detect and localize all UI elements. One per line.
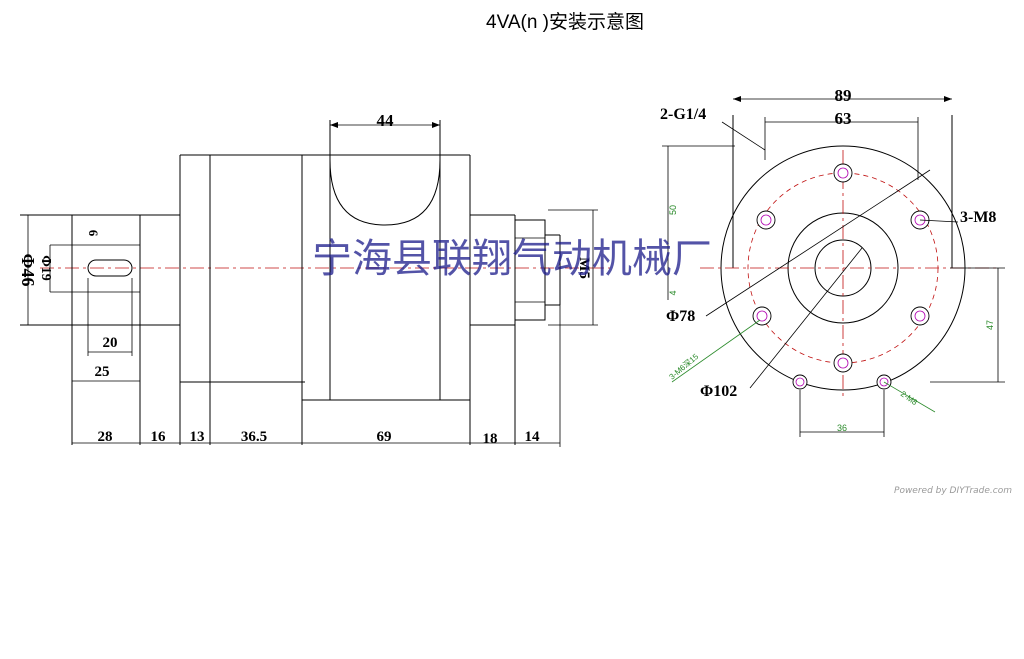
port-label: 2-G1/4 (660, 106, 706, 123)
bolt-hole-top-left (756, 210, 776, 230)
dim-4-label: 4 (668, 290, 678, 295)
dim-89-arrow-r (944, 96, 952, 102)
bolt-hole-bottom-inner (837, 357, 849, 369)
bolt-hole-top-inner (837, 167, 849, 179)
keyway-slot (87, 259, 133, 277)
bolt-label: 3-M8 (960, 209, 996, 226)
port-arc (329, 159, 441, 226)
bolt-hole-bottom (833, 353, 853, 373)
bolt-hole-lower-left (792, 374, 808, 390)
dim-6-label: 6 (86, 230, 101, 237)
bolt-hole-bottom-left-inner (756, 310, 768, 322)
dim-13-label: 13 (190, 429, 205, 445)
dim-50-label: 50 (668, 205, 678, 215)
port-leader (721, 121, 766, 151)
dim-47-label: 47 (985, 320, 995, 330)
end-nut (514, 219, 546, 321)
dim-25-label: 25 (95, 364, 110, 380)
bolt-holes (752, 163, 930, 390)
dim-phi102-label: Φ102 (700, 383, 737, 400)
green-leader-left (671, 319, 761, 383)
dim-63-label: 63 (835, 109, 852, 128)
end-view: 89 63 2-G1/4 3-M8 Φ78 Φ102 50 4 47 36 (660, 86, 1005, 437)
bolt-hole-top-left-inner (760, 214, 772, 226)
dim-phi78-label: Φ78 (666, 308, 695, 325)
bolt-leader (919, 219, 959, 223)
bolt-hole-bottom-left (752, 306, 772, 326)
dim-16-label: 16 (151, 429, 167, 445)
dim-14-label: 14 (525, 429, 541, 445)
green-label-right: 2-M8 (899, 389, 920, 407)
green-leader-right (883, 381, 936, 413)
dim-20-label: 20 (103, 335, 118, 351)
phi78-leader (705, 169, 931, 317)
dim-36-label: 36 (837, 423, 847, 433)
bolt-hole-lower-right-inner (879, 377, 889, 387)
dim-phi19-label: Φ19 (38, 255, 53, 281)
bolt-hole-bottom-right (910, 306, 930, 326)
dim-36-5-label: 36.5 (241, 429, 267, 445)
side-view: 44 Φ46 Φ19 6 M5 20 25 28 16 13 36.5 69 1… (18, 111, 610, 447)
dim-44-arrow-l (330, 122, 338, 128)
dim-28-label: 28 (98, 429, 113, 445)
bolt-hole-top (833, 163, 853, 183)
dim-89-label: 89 (835, 86, 852, 105)
dim-44-arrow-r (432, 122, 440, 128)
dim-44-label: 44 (377, 111, 395, 130)
phi102-leader (749, 247, 863, 389)
dim-phi46-label: Φ46 (18, 254, 38, 287)
drawing-title: 4VA(n )安装示意图 (486, 11, 644, 33)
source-watermark: Powered by DIYTrade.com (894, 486, 1012, 496)
green-label-left: 3-M6深15 (668, 352, 701, 382)
dim-18-label: 18 (483, 431, 498, 447)
bolt-hole-lower-left-inner (795, 377, 805, 387)
dim-m5-label: M5 (576, 257, 592, 279)
bolt-hole-bottom-right-inner (914, 310, 926, 322)
dim-89-arrow-l (733, 96, 741, 102)
dim-69-label: 69 (377, 429, 392, 445)
company-watermark: 宁海县联翔气动机械厂 (312, 236, 712, 282)
